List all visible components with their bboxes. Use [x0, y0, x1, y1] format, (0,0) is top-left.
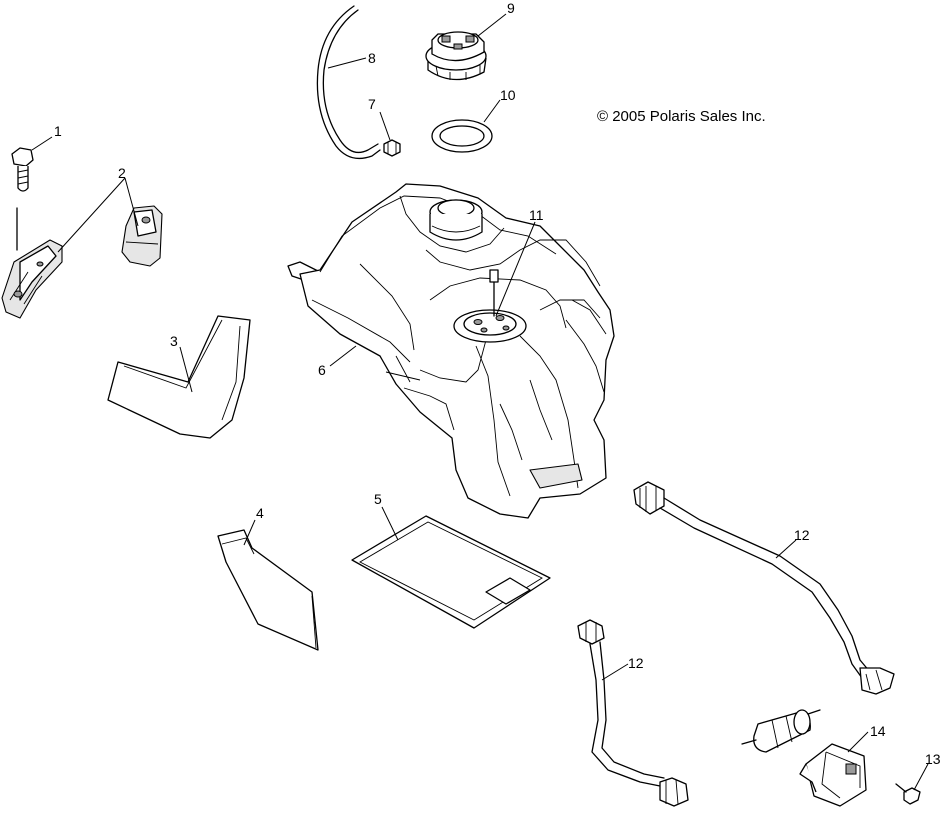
leader-13: [913, 763, 929, 791]
part-4-pad: [217, 529, 319, 651]
part-1-bolt: [11, 147, 34, 251]
part-3-pad: [107, 315, 251, 439]
callout-11: 11: [529, 207, 544, 223]
callout-4: 4: [256, 505, 264, 521]
leader-7: [379, 111, 391, 141]
callout-1: 1: [54, 123, 62, 139]
leader-9: [477, 13, 507, 37]
part-12-fuel-line-lower: [577, 619, 689, 807]
leader-14: [847, 731, 869, 753]
callout-5: 5: [374, 491, 382, 507]
leader-1: [31, 136, 53, 151]
callout-3: 3: [170, 333, 178, 349]
leader-4: [243, 519, 256, 546]
leader-10: [483, 99, 501, 123]
part-5-pad: [351, 515, 551, 629]
copyright-text: © 2005 Polaris Sales Inc.: [597, 108, 766, 125]
callout-14: 14: [870, 723, 886, 739]
leader-12b: [601, 663, 629, 681]
part-12-fuel-line-upper: [633, 481, 895, 695]
callout-10: 10: [500, 87, 516, 103]
part-7-valve: [383, 139, 401, 157]
leader-2: [57, 177, 139, 253]
part-10-seal-ring: [431, 119, 493, 153]
leader-5: [381, 506, 399, 541]
part-9-fuel-cap: [425, 31, 487, 81]
part-14-filter-clip: [799, 743, 867, 807]
callout-6: 6: [318, 362, 326, 378]
leader-8: [327, 57, 367, 69]
callout-8: 8: [368, 50, 376, 66]
part-2-bracket-left: [1, 239, 63, 319]
part-13-screw: [895, 783, 921, 805]
leader-11: [495, 221, 536, 317]
callout-12b: 12: [628, 655, 644, 671]
callout-13: 13: [925, 751, 941, 767]
leader-3: [179, 346, 193, 393]
callout-12a: 12: [794, 527, 810, 543]
leader-6: [329, 345, 357, 367]
part-6-fuel-tank: [287, 183, 615, 519]
callout-9: 9: [507, 0, 515, 16]
part-8-vent-hose: [316, 5, 381, 160]
part-2-bracket-right: [121, 205, 163, 267]
callout-2: 2: [118, 165, 126, 181]
fuel-filter: [741, 709, 821, 753]
callout-7: 7: [368, 96, 376, 112]
leader-12a: [775, 539, 797, 559]
